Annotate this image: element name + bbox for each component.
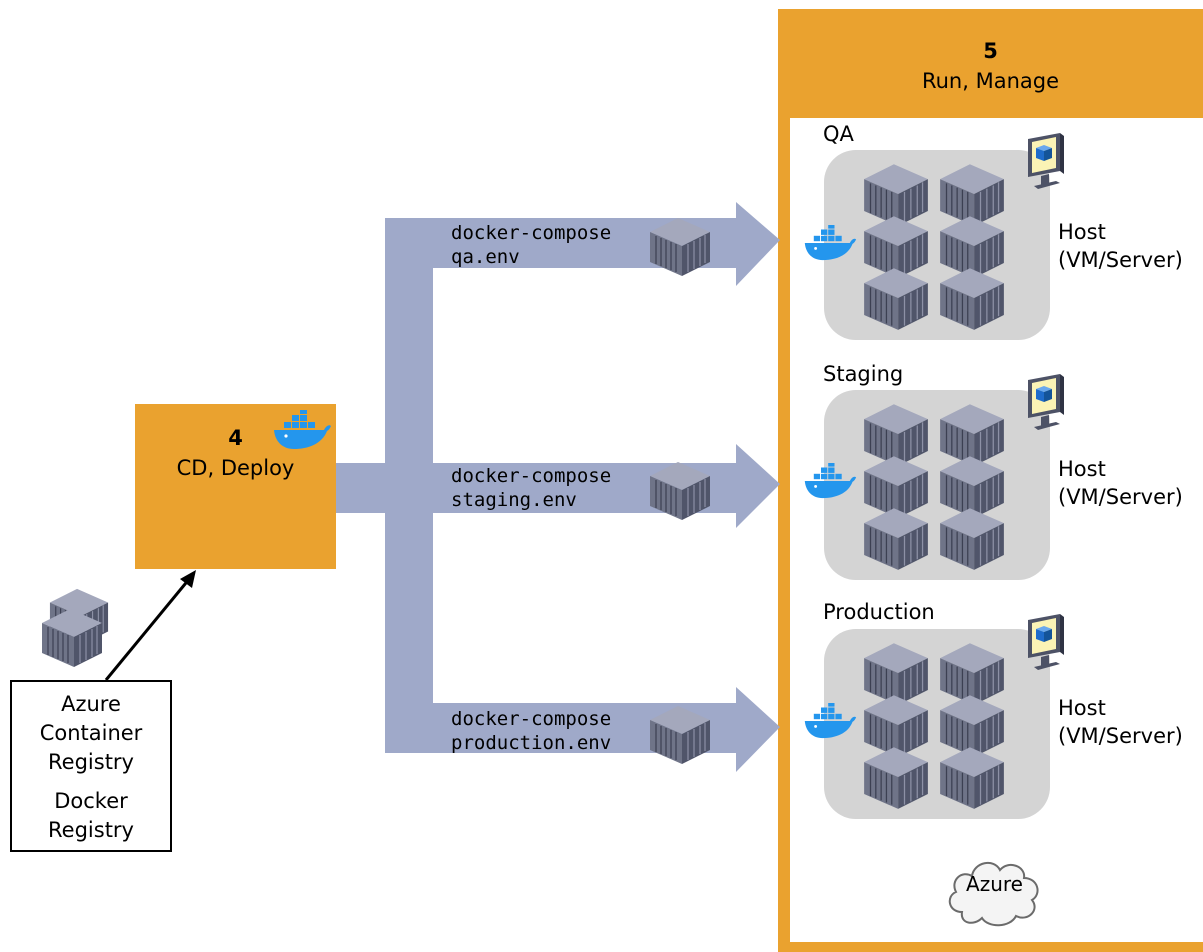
host-label-production: Host(VM/Server) xyxy=(1058,696,1183,748)
pipe-connector xyxy=(336,463,386,513)
docker-whale-icon xyxy=(272,410,332,450)
azure-label: Azure xyxy=(966,872,1023,896)
registry-line: Registry xyxy=(48,818,134,842)
container-icon xyxy=(862,264,930,332)
registry-line: Azure xyxy=(61,692,121,716)
staging-command: docker-compose staging.env xyxy=(451,465,612,511)
container-icon xyxy=(862,504,930,572)
docker-whale-icon xyxy=(803,225,857,261)
production-host-box xyxy=(824,629,1050,819)
production-command: docker-compose production.env xyxy=(451,708,612,754)
container-icon xyxy=(938,264,1006,332)
qa-host-box xyxy=(824,150,1050,340)
arrow-up-icon xyxy=(180,570,196,588)
docker-whale-icon xyxy=(803,463,857,499)
stage-number: 4 xyxy=(228,426,243,450)
pipe-trunk xyxy=(385,218,433,753)
env-label-production: Production xyxy=(823,600,935,624)
container-icon xyxy=(648,702,712,766)
monitor-vm-icon xyxy=(1026,131,1066,191)
container-icon xyxy=(938,743,1006,811)
registry-line: Registry xyxy=(48,750,134,774)
stage-number: 5 xyxy=(983,39,998,63)
stage-label: Run, Manage xyxy=(921,69,1060,93)
container-icon xyxy=(648,214,712,278)
registry-box: Azure Container Registry Docker Registry xyxy=(10,680,172,852)
container-icon xyxy=(648,458,712,522)
upload-line xyxy=(104,577,192,681)
env-label-staging: Staging xyxy=(823,362,904,386)
monitor-vm-icon xyxy=(1026,372,1066,432)
container-icon xyxy=(40,605,104,669)
stage-label: CD, Deploy xyxy=(176,456,295,480)
env-label-qa: QA xyxy=(823,122,854,146)
docker-whale-icon xyxy=(803,703,857,739)
host-label-staging: Host(VM/Server) xyxy=(1058,457,1183,509)
registry-line: Docker xyxy=(54,789,128,813)
container-icon xyxy=(938,504,1006,572)
staging-host-box xyxy=(824,390,1050,580)
monitor-vm-icon xyxy=(1026,612,1066,672)
host-label-qa: Host(VM/Server) xyxy=(1058,220,1183,272)
registry-line: Container xyxy=(39,721,143,745)
cloud-icon xyxy=(948,861,1039,927)
qa-command: docker-compose qa.env xyxy=(451,222,612,268)
container-icon xyxy=(862,743,930,811)
